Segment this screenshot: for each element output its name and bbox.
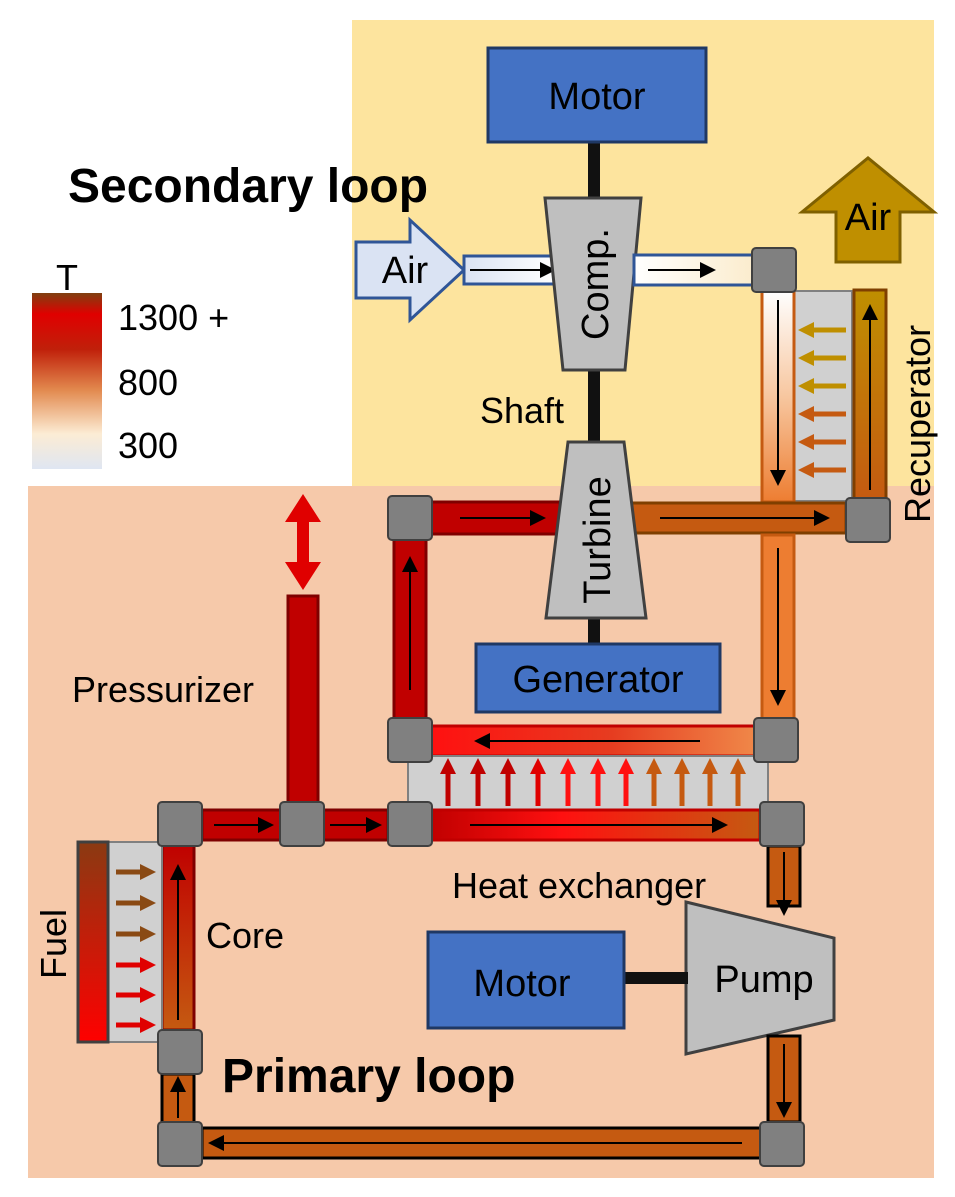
temperature-legend: T 1300 + 800 300 — [32, 257, 229, 469]
node-turbine-inlet — [387, 495, 433, 541]
motor-bottom-label: Motor — [473, 963, 570, 1005]
motor-top-label: Motor — [548, 76, 645, 118]
turbine — [544, 440, 648, 620]
fuel-heat-arrows — [116, 864, 156, 1033]
pump-label: Pump — [714, 959, 813, 1001]
legend-title: T — [56, 257, 78, 298]
shaft-label: Shaft — [480, 390, 564, 431]
motor-top — [486, 46, 708, 144]
secondary-loop-title: Secondary loop — [68, 160, 428, 213]
fuel-rod — [76, 840, 110, 1044]
node-compressor-outlet — [751, 247, 797, 293]
air-exhaust-arrow — [797, 156, 939, 264]
node-core-bottom — [157, 1029, 203, 1075]
air-exhaust-label: Air — [845, 197, 892, 239]
generator — [474, 642, 722, 714]
legend-colorbar — [32, 293, 102, 469]
node-core-top — [157, 801, 203, 847]
turbine-label: Turbine — [577, 476, 619, 603]
hx-heat-arrows — [440, 758, 746, 806]
air-inlet-label: Air — [382, 250, 429, 292]
compressor — [543, 196, 643, 372]
flow-arrowhead — [540, 262, 556, 278]
node-hx-secondary-right — [753, 717, 799, 763]
node-pressurizer-base — [279, 801, 325, 847]
pump-shaft — [622, 972, 688, 984]
compressor-label: Comp. — [575, 228, 617, 340]
legend-tick-high: 1300 + — [118, 297, 229, 338]
node-hx-secondary-left — [387, 717, 433, 763]
generator-label: Generator — [512, 659, 683, 701]
primary-loop-title: Primary loop — [222, 1050, 515, 1103]
node-return-left — [157, 1121, 203, 1167]
shaft-lower — [588, 618, 600, 644]
motor-bottom — [426, 930, 626, 1030]
node-hx-primary-right — [759, 801, 805, 847]
node-hx-primary-left — [387, 801, 433, 847]
air-inlet-arrow — [354, 216, 467, 324]
pressurizer-double-arrow — [285, 494, 321, 590]
core-label: Core — [206, 915, 284, 956]
node-recuperator-bottom — [845, 497, 891, 543]
recuperator-body — [791, 290, 853, 502]
pressurizer — [286, 594, 320, 808]
shaft-middle — [588, 370, 600, 442]
fuel-label: Fuel — [33, 909, 74, 979]
pressurizer-label: Pressurizer — [72, 669, 254, 710]
heat-exchanger-label: Heat exchanger — [452, 865, 706, 906]
fuel-cladding — [107, 841, 163, 1043]
recuperator-heat-arrows — [798, 322, 846, 478]
node-return-right — [759, 1121, 805, 1167]
pump — [684, 900, 836, 1056]
shaft-upper — [588, 142, 600, 200]
legend-tick-low: 300 — [118, 425, 178, 466]
recuperator-label: Recuperator — [897, 325, 938, 523]
legend-tick-mid: 800 — [118, 362, 178, 403]
heat-exchanger-body — [407, 755, 769, 811]
